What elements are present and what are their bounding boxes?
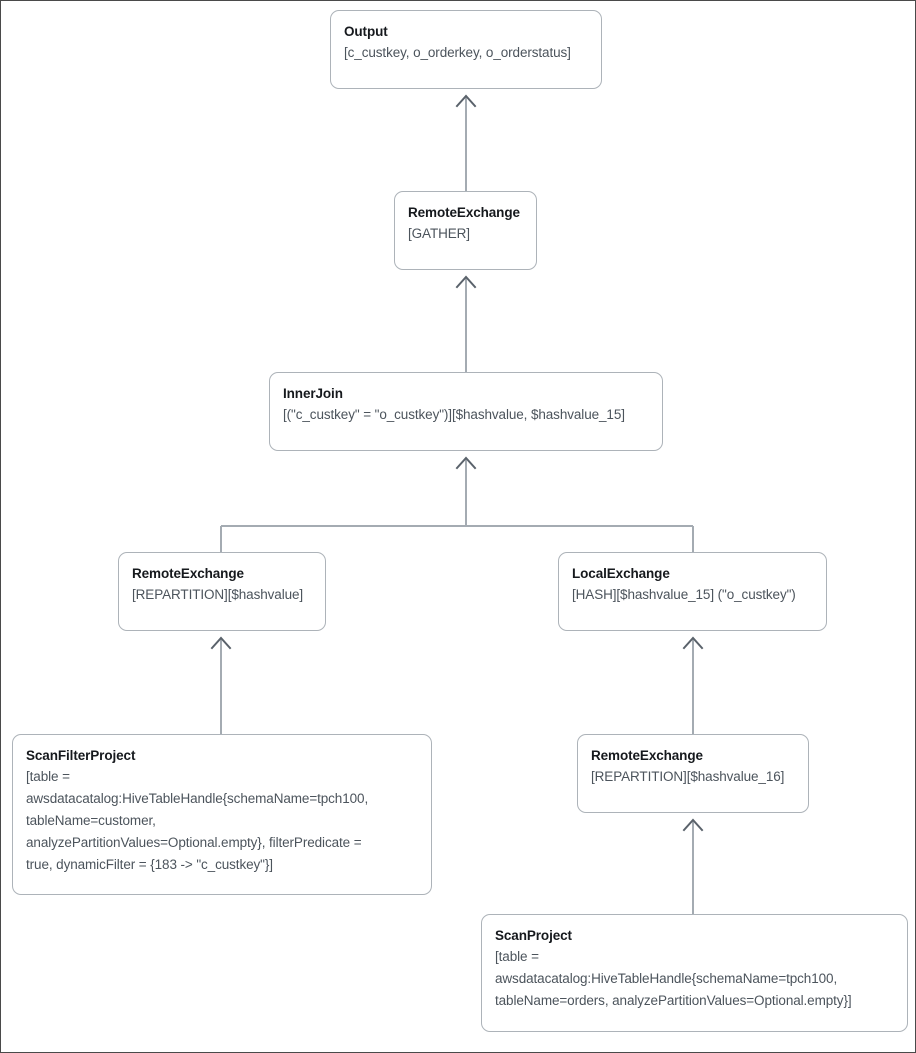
node-scan-filter-project-customer[interactable]: ScanFilterProject [table = awsdatacatalo… — [12, 734, 432, 895]
node-scan-filter-project-customer-detail: [table = awsdatacatalog:HiveTableHandle{… — [26, 766, 418, 876]
node-output-title: Output — [344, 24, 388, 39]
node-scan-project-orders-detail-line-1: [table = — [495, 949, 539, 964]
node-local-exchange-hash-detail: [HASH][$hashvalue_15] ("o_custkey") — [572, 584, 813, 606]
node-local-exchange-hash-detail-line: [HASH][$hashvalue_15] ("o_custkey") — [572, 587, 796, 602]
node-scan-filter-project-customer-detail-line-5: true, dynamicFilter = {183 -> "c_custkey… — [26, 857, 273, 872]
node-scan-project-orders-detail-line-2: awsdatacatalog:HiveTableHandle{schemaNam… — [495, 971, 838, 986]
node-remote-exchange-repartition-hashvalue16-title: RemoteExchange — [591, 748, 703, 763]
arrowhead-into-output — [455, 94, 477, 108]
node-inner-join-title: InnerJoin — [283, 386, 343, 401]
node-scan-project-orders-detail-line-3: tableName=orders, analyzePartitionValues… — [495, 993, 852, 1008]
node-inner-join-detail-line: [("c_custkey" = "o_custkey")][$hashvalue… — [283, 407, 625, 422]
node-remote-exchange-gather-detail-line: [GATHER] — [408, 226, 470, 241]
node-scan-filter-project-customer-detail-line-3: tableName=customer, — [26, 813, 156, 828]
node-local-exchange-hash-title: LocalExchange — [572, 566, 670, 581]
node-remote-exchange-repartition-hashvalue16-detail-line: [REPARTITION][$hashvalue_16] — [591, 769, 785, 784]
node-output-detail: [c_custkey, o_orderkey, o_orderstatus] — [344, 42, 588, 64]
node-remote-exchange-repartition-hashvalue16[interactable]: RemoteExchange [REPARTITION][$hashvalue_… — [577, 734, 809, 813]
node-remote-exchange-gather-title: RemoteExchange — [408, 205, 520, 220]
arrowhead-into-remote-repartition — [210, 636, 232, 650]
node-scan-filter-project-customer-detail-line-1: [table = — [26, 769, 70, 784]
arrowhead-into-innerjoin — [455, 456, 477, 470]
arrowhead-into-gather — [455, 275, 477, 289]
arrowhead-into-local-exchange — [682, 636, 704, 650]
node-scan-project-orders-title: ScanProject — [495, 928, 572, 943]
node-output-detail-line: [c_custkey, o_orderkey, o_orderstatus] — [344, 45, 571, 60]
node-scan-project-orders[interactable]: ScanProject [table = awsdatacatalog:Hive… — [481, 914, 908, 1032]
node-remote-exchange-gather-detail: [GATHER] — [408, 223, 523, 245]
node-remote-exchange-repartition-hashvalue16-detail: [REPARTITION][$hashvalue_16] — [591, 766, 795, 788]
arrowhead-into-remote-repartition16 — [682, 818, 704, 832]
node-inner-join-detail: [("c_custkey" = "o_custkey")][$hashvalue… — [283, 404, 649, 426]
node-remote-exchange-repartition-hashvalue-title: RemoteExchange — [132, 566, 244, 581]
node-scan-filter-project-customer-detail-line-4: analyzePartitionValues=Optional.empty}, … — [26, 835, 362, 850]
node-scan-filter-project-customer-title: ScanFilterProject — [26, 748, 136, 763]
node-scan-filter-project-customer-detail-line-2: awsdatacatalog:HiveTableHandle{schemaNam… — [26, 791, 369, 806]
node-remote-exchange-repartition-hashvalue[interactable]: RemoteExchange [REPARTITION][$hashvalue] — [118, 552, 326, 631]
node-output[interactable]: Output [c_custkey, o_orderkey, o_orderst… — [330, 10, 602, 89]
node-local-exchange-hash[interactable]: LocalExchange [HASH][$hashvalue_15] ("o_… — [558, 552, 827, 631]
node-remote-exchange-gather[interactable]: RemoteExchange [GATHER] — [394, 191, 537, 270]
node-scan-project-orders-detail: [table = awsdatacatalog:HiveTableHandle{… — [495, 946, 894, 1012]
node-remote-exchange-repartition-hashvalue-detail: [REPARTITION][$hashvalue] — [132, 584, 312, 606]
node-inner-join[interactable]: InnerJoin [("c_custkey" = "o_custkey")][… — [269, 372, 663, 451]
node-remote-exchange-repartition-hashvalue-detail-line: [REPARTITION][$hashvalue] — [132, 587, 304, 602]
